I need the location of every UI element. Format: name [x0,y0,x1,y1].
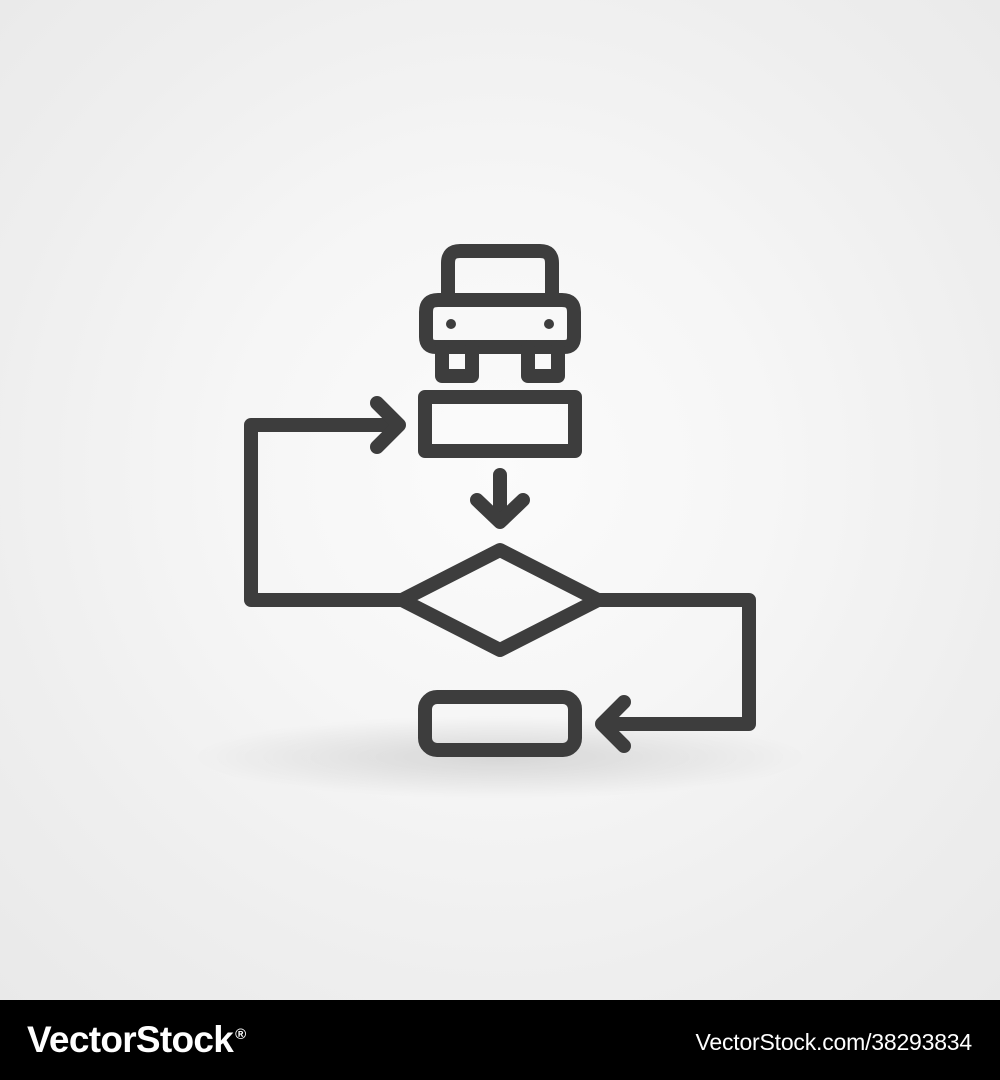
car-icon [419,244,581,383]
car-left-wheel-icon [435,340,479,383]
car-left-headlight-icon [446,319,456,329]
image-reference: VectorStock.com/38293834 [695,1029,973,1055]
car-right-headlight-icon [544,319,554,329]
brand-name: VectorStock [27,1019,234,1060]
loop-back-arrow-icon [244,396,409,607]
registered-mark: ® [235,1026,246,1043]
car-right-wheel-icon [521,340,565,383]
car-roof-icon [441,244,559,301]
down-arrow-icon [470,468,530,529]
output-arrow-icon [591,593,756,753]
process-box-icon [418,390,582,458]
car-flowchart-icon [244,244,756,757]
illustration-canvas [0,0,1000,1000]
terminal-box-icon [418,690,582,757]
watermark-footer: VectorStock® VectorStock.com/38293834 [0,1000,1000,1080]
decision-diamond-icon [395,543,605,657]
vectorstock-logo: VectorStock® [27,1018,246,1062]
